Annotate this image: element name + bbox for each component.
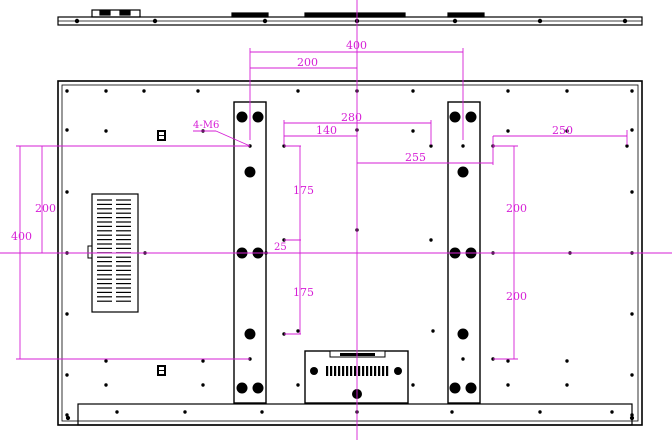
right-bracket bbox=[447, 101, 481, 404]
screw-hole bbox=[625, 144, 629, 148]
connector-port bbox=[358, 366, 361, 376]
screw-hole bbox=[201, 359, 205, 363]
screw-hole bbox=[411, 383, 415, 387]
screw-hole bbox=[538, 410, 542, 414]
connector-port bbox=[334, 366, 337, 376]
connector-port bbox=[370, 366, 373, 376]
connector-port bbox=[374, 366, 377, 376]
connector-ports bbox=[326, 366, 389, 376]
screw-hole bbox=[506, 383, 510, 387]
dim-250-right: 250 bbox=[552, 124, 573, 137]
screw-hole bbox=[196, 89, 200, 93]
dim-400-left: 400 bbox=[11, 230, 32, 243]
screw-hole bbox=[104, 89, 108, 93]
screw-hole bbox=[630, 89, 634, 93]
screw-hole bbox=[506, 359, 510, 363]
panel-holes bbox=[65, 89, 634, 417]
connector-port bbox=[342, 366, 345, 376]
screw-hole bbox=[431, 329, 435, 333]
dim-175-bottom: 175 bbox=[293, 286, 314, 299]
screw-hole bbox=[630, 190, 634, 194]
left-vent-grid bbox=[97, 199, 131, 302]
left-vent-panel bbox=[87, 193, 139, 313]
dimension-labels: 400 200 280 140 255 250 4-M6 400 200 175… bbox=[11, 39, 573, 303]
side-view-tab-1 bbox=[231, 12, 269, 18]
screw-hole bbox=[506, 89, 510, 93]
screw-hole bbox=[429, 238, 433, 242]
screw-hole bbox=[411, 129, 415, 133]
connector-port bbox=[386, 366, 389, 376]
connector-port bbox=[366, 366, 369, 376]
connector-port bbox=[362, 366, 365, 376]
screw-hole bbox=[65, 413, 69, 417]
screw-hole bbox=[104, 359, 108, 363]
dim-200-top: 200 bbox=[297, 56, 318, 69]
screw-hole bbox=[65, 89, 69, 93]
screw-hole bbox=[630, 312, 634, 316]
screw-hole bbox=[565, 383, 569, 387]
side-view-tab-3 bbox=[447, 12, 485, 18]
screw-hole bbox=[104, 383, 108, 387]
connector-port bbox=[346, 366, 349, 376]
screw-hole bbox=[296, 383, 300, 387]
screw-hole bbox=[183, 410, 187, 414]
screw-hole bbox=[630, 373, 634, 377]
screw-hole bbox=[104, 129, 108, 133]
screw-note-4-m6: 4-M6 bbox=[193, 120, 219, 131]
screw-hole bbox=[630, 413, 634, 417]
connector-port bbox=[382, 366, 385, 376]
small-markers bbox=[157, 130, 166, 376]
screw-hole bbox=[65, 373, 69, 377]
bottom-connector-box bbox=[304, 350, 409, 404]
connector-port bbox=[326, 366, 329, 376]
dim-140: 140 bbox=[316, 124, 337, 137]
screw-hole bbox=[429, 144, 433, 148]
screw-hole bbox=[296, 89, 300, 93]
connector-port bbox=[354, 366, 357, 376]
screw-hole bbox=[461, 144, 465, 148]
screw-hole bbox=[411, 89, 415, 93]
screw-hole bbox=[65, 128, 69, 132]
screw-hole bbox=[65, 190, 69, 194]
left-bracket bbox=[233, 101, 267, 404]
screw-hole bbox=[142, 89, 146, 93]
screw-hole bbox=[565, 89, 569, 93]
dim-280: 280 bbox=[341, 111, 362, 124]
side-view-bracket bbox=[91, 9, 141, 18]
screw-hole bbox=[610, 410, 614, 414]
side-view-tab-2 bbox=[304, 12, 406, 18]
screw-hole bbox=[115, 410, 119, 414]
screw-hole bbox=[565, 129, 569, 133]
screw-hole bbox=[506, 129, 510, 133]
screw-hole bbox=[65, 312, 69, 316]
screw-hole bbox=[260, 410, 264, 414]
connector-port bbox=[350, 366, 353, 376]
screw-hole bbox=[565, 359, 569, 363]
screw-hole bbox=[450, 410, 454, 414]
bottom-base-rail bbox=[77, 403, 633, 426]
dim-200-right-top: 200 bbox=[506, 202, 527, 215]
bracket-mark: 25 bbox=[274, 242, 287, 253]
dim-400-top: 400 bbox=[346, 39, 367, 52]
connector-port bbox=[378, 366, 381, 376]
dim-255: 255 bbox=[405, 151, 426, 164]
screw-hole bbox=[461, 357, 465, 361]
screw-hole bbox=[630, 128, 634, 132]
dim-200-right-bottom: 200 bbox=[506, 290, 527, 303]
connector-port bbox=[338, 366, 341, 376]
connector-port bbox=[330, 366, 333, 376]
side-view bbox=[57, 9, 643, 26]
dim-200-left: 200 bbox=[35, 202, 56, 215]
screw-hole bbox=[201, 383, 205, 387]
dim-175-top: 175 bbox=[293, 184, 314, 197]
screw-hole bbox=[296, 329, 300, 333]
